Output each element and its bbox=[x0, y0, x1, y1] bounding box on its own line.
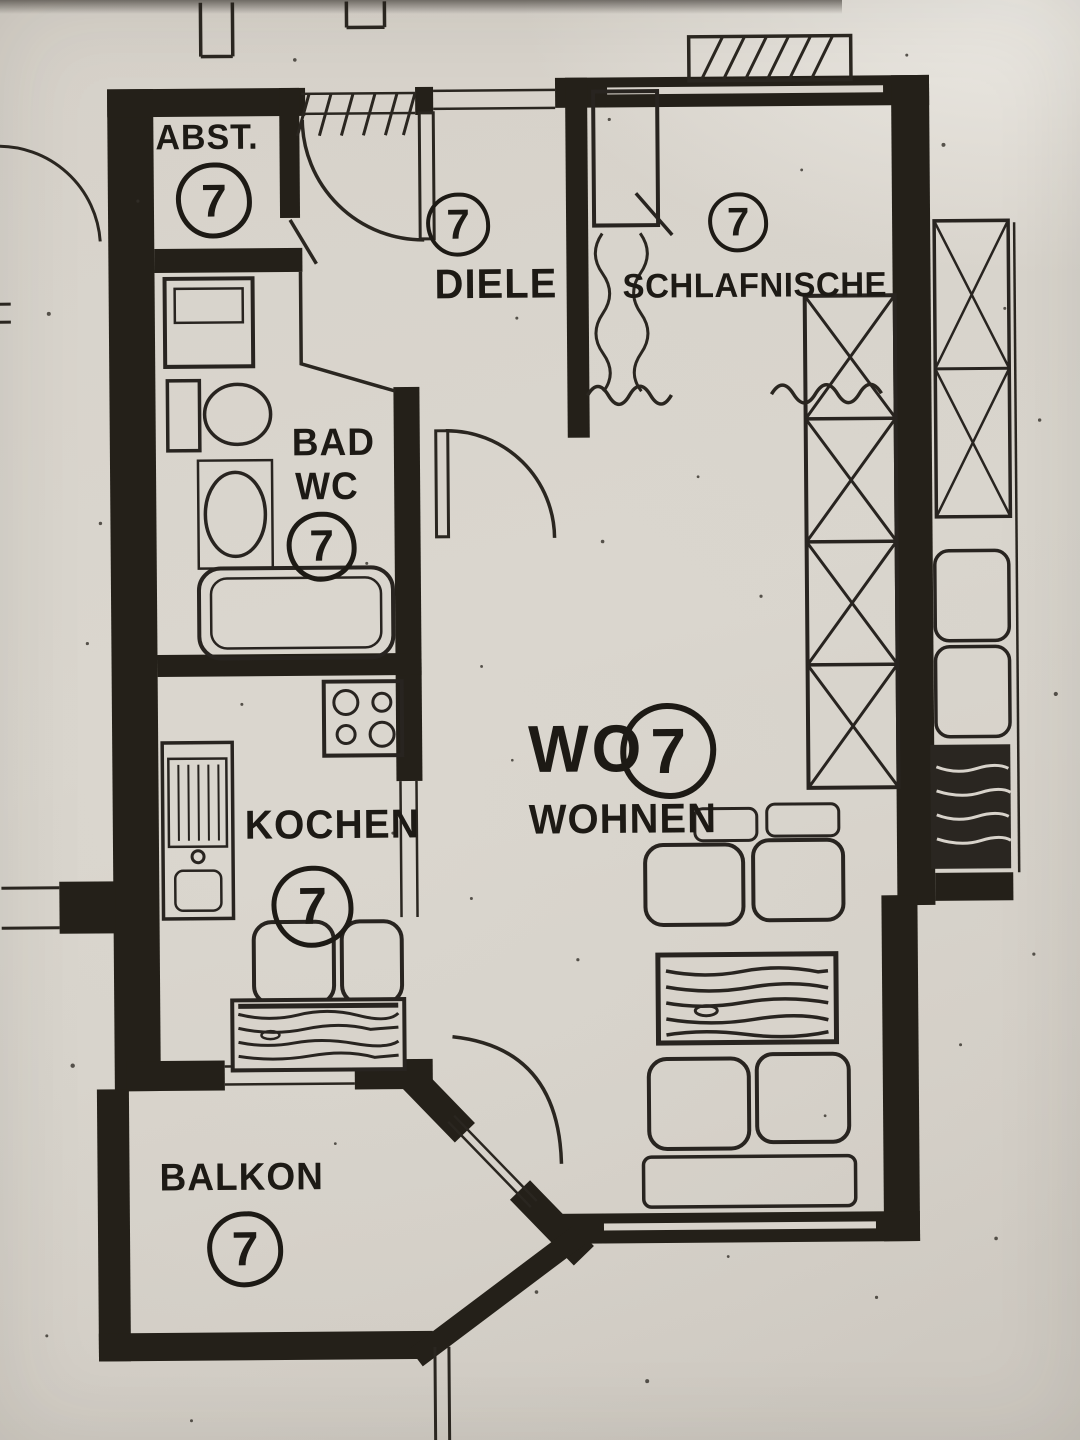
room-label-diele: DIELE bbox=[434, 260, 558, 308]
schlafnische-cabinet-icon bbox=[591, 89, 674, 237]
doors bbox=[288, 111, 564, 1208]
neighbor-structures bbox=[0, 1, 1021, 1440]
room-label-abst: ABST. bbox=[155, 117, 259, 158]
entry-threshold-ticks bbox=[295, 92, 417, 137]
room-number-badwc: 7 bbox=[286, 511, 357, 582]
sofa-cushions-icon bbox=[643, 802, 852, 1152]
neighbor-door-arc bbox=[0, 144, 102, 242]
neighbor-table-icon bbox=[930, 744, 1012, 869]
room-label-balkon: BALKON bbox=[159, 1154, 325, 1199]
scan-speckles bbox=[45, 53, 1058, 1423]
unit-number: 7 bbox=[619, 702, 717, 800]
room-label-wohnen: WOHNEN bbox=[528, 795, 718, 843]
coffee-table-icon bbox=[655, 951, 840, 1046]
curtain-icon bbox=[585, 232, 883, 407]
washing-machine-icon bbox=[162, 276, 256, 369]
room-number-diele: 7 bbox=[425, 192, 491, 257]
upper-wall-stub-hatched bbox=[686, 33, 853, 83]
sink-icon bbox=[196, 458, 275, 570]
balcony-door-leaf bbox=[447, 1114, 538, 1208]
toilet-icon bbox=[165, 378, 273, 453]
bath-door-leaf bbox=[434, 429, 451, 539]
room-label-wc: WC bbox=[294, 464, 359, 508]
neighbor-seats-icon bbox=[933, 548, 1012, 739]
room-label-schlafnische: SCHLAFNISCHE bbox=[622, 264, 888, 306]
diagonal-walls bbox=[393, 1059, 594, 1367]
room-number-schlafnische: 7 bbox=[707, 192, 769, 253]
kitchen-sink-unit-icon bbox=[160, 740, 236, 921]
neighbor-closet-icon bbox=[932, 218, 1013, 519]
entry-door-leaf bbox=[417, 111, 436, 241]
stove-icon bbox=[321, 679, 405, 758]
entry-door-arc bbox=[300, 119, 425, 242]
bath-door-arc bbox=[445, 428, 557, 538]
balcony-door-arc bbox=[452, 1034, 564, 1164]
abst-door-leaf bbox=[288, 219, 318, 265]
window-bench-icon bbox=[641, 1153, 858, 1209]
room-label-kochen: KOCHEN bbox=[244, 802, 421, 849]
kitchen-table-icon bbox=[230, 997, 407, 1073]
room-number-kochen: 7 bbox=[271, 865, 354, 949]
room-number-balkon: 7 bbox=[206, 1211, 284, 1288]
wardrobe-icon bbox=[802, 293, 901, 790]
bathtub-icon bbox=[196, 565, 396, 661]
room-number-abst: 7 bbox=[175, 162, 253, 239]
room-label-bad: BAD bbox=[291, 420, 376, 464]
